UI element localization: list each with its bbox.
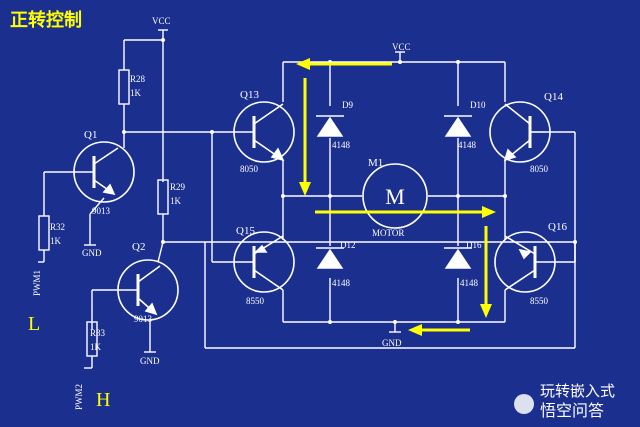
r29-resistor	[157, 179, 169, 215]
motor-name: M1	[368, 157, 383, 169]
pwm1-label: PWM1	[32, 270, 42, 296]
q16-name: Q16	[548, 221, 567, 233]
q2-transistor	[117, 259, 179, 321]
ground-symbols	[84, 29, 405, 353]
q1-transistor	[73, 141, 135, 203]
q16-part: 8550	[530, 296, 549, 306]
gnd-q2-label: GND	[140, 356, 160, 366]
d10-name: D10	[470, 100, 486, 110]
d9-diode	[316, 115, 344, 137]
gnd-bridge-label: GND	[382, 338, 402, 348]
d9-part: 4148	[332, 140, 351, 150]
motor-label: MOTOR	[372, 228, 404, 238]
q1-name: Q1	[84, 129, 97, 141]
r33-value: 1K	[90, 342, 102, 352]
r32-value: 1K	[50, 236, 62, 246]
level-l-label: L	[28, 313, 40, 335]
r32-name: R32	[50, 222, 65, 232]
d12-diode	[316, 247, 344, 269]
q2-name: Q2	[132, 241, 145, 253]
d12-name: D12	[340, 240, 356, 250]
current-flow-arrows	[296, 58, 496, 336]
gnd-q1-label: GND	[82, 248, 102, 258]
r33-resistor	[86, 321, 98, 357]
r28-value: 1K	[130, 88, 142, 98]
q15-transistor	[233, 231, 295, 293]
wires	[38, 30, 576, 369]
d10-part: 4148	[458, 140, 477, 150]
d9-name: D9	[342, 100, 353, 110]
q15-name: Q15	[236, 225, 255, 237]
level-h-label: H	[96, 389, 110, 411]
r33-name: R33	[90, 328, 106, 338]
d16-part: 4148	[460, 278, 479, 288]
vcc-top-label: VCC	[152, 16, 171, 26]
chat-bubble-icon	[514, 394, 534, 414]
q13-part: 8050	[240, 164, 259, 174]
r28-name: R28	[130, 74, 146, 84]
d16-diode	[444, 247, 472, 269]
page-title: 正转控制	[10, 9, 82, 31]
brand-badge: 玩转嵌入式 悟空问答	[514, 382, 615, 420]
r29-name: R29	[170, 182, 186, 192]
brand-text: 悟空问答	[540, 401, 604, 420]
d12-part: 4148	[332, 278, 351, 288]
r28-resistor	[118, 69, 130, 105]
q1-part: 9013	[92, 206, 111, 216]
motor-letter: M	[385, 184, 405, 209]
q14-part: 8050	[530, 164, 549, 174]
q13-transistor	[233, 101, 295, 163]
d10-diode	[444, 115, 472, 137]
q15-part: 8550	[246, 296, 265, 306]
q14-name: Q14	[544, 91, 563, 103]
q2-part: 9013	[134, 314, 153, 324]
d16-name: D16	[466, 240, 482, 250]
junctions	[122, 38, 577, 324]
r29-value: 1K	[170, 196, 182, 206]
r32-resistor	[38, 215, 50, 251]
pwm2-label: PWM2	[74, 384, 84, 410]
q13-name: Q13	[240, 89, 259, 101]
watermark-text: 玩转嵌入式	[540, 382, 615, 400]
motor-symbol	[362, 163, 428, 229]
q14-transistor	[489, 101, 551, 163]
vcc-bridge-label: VCC	[392, 42, 411, 52]
q16-transistor	[494, 231, 576, 293]
